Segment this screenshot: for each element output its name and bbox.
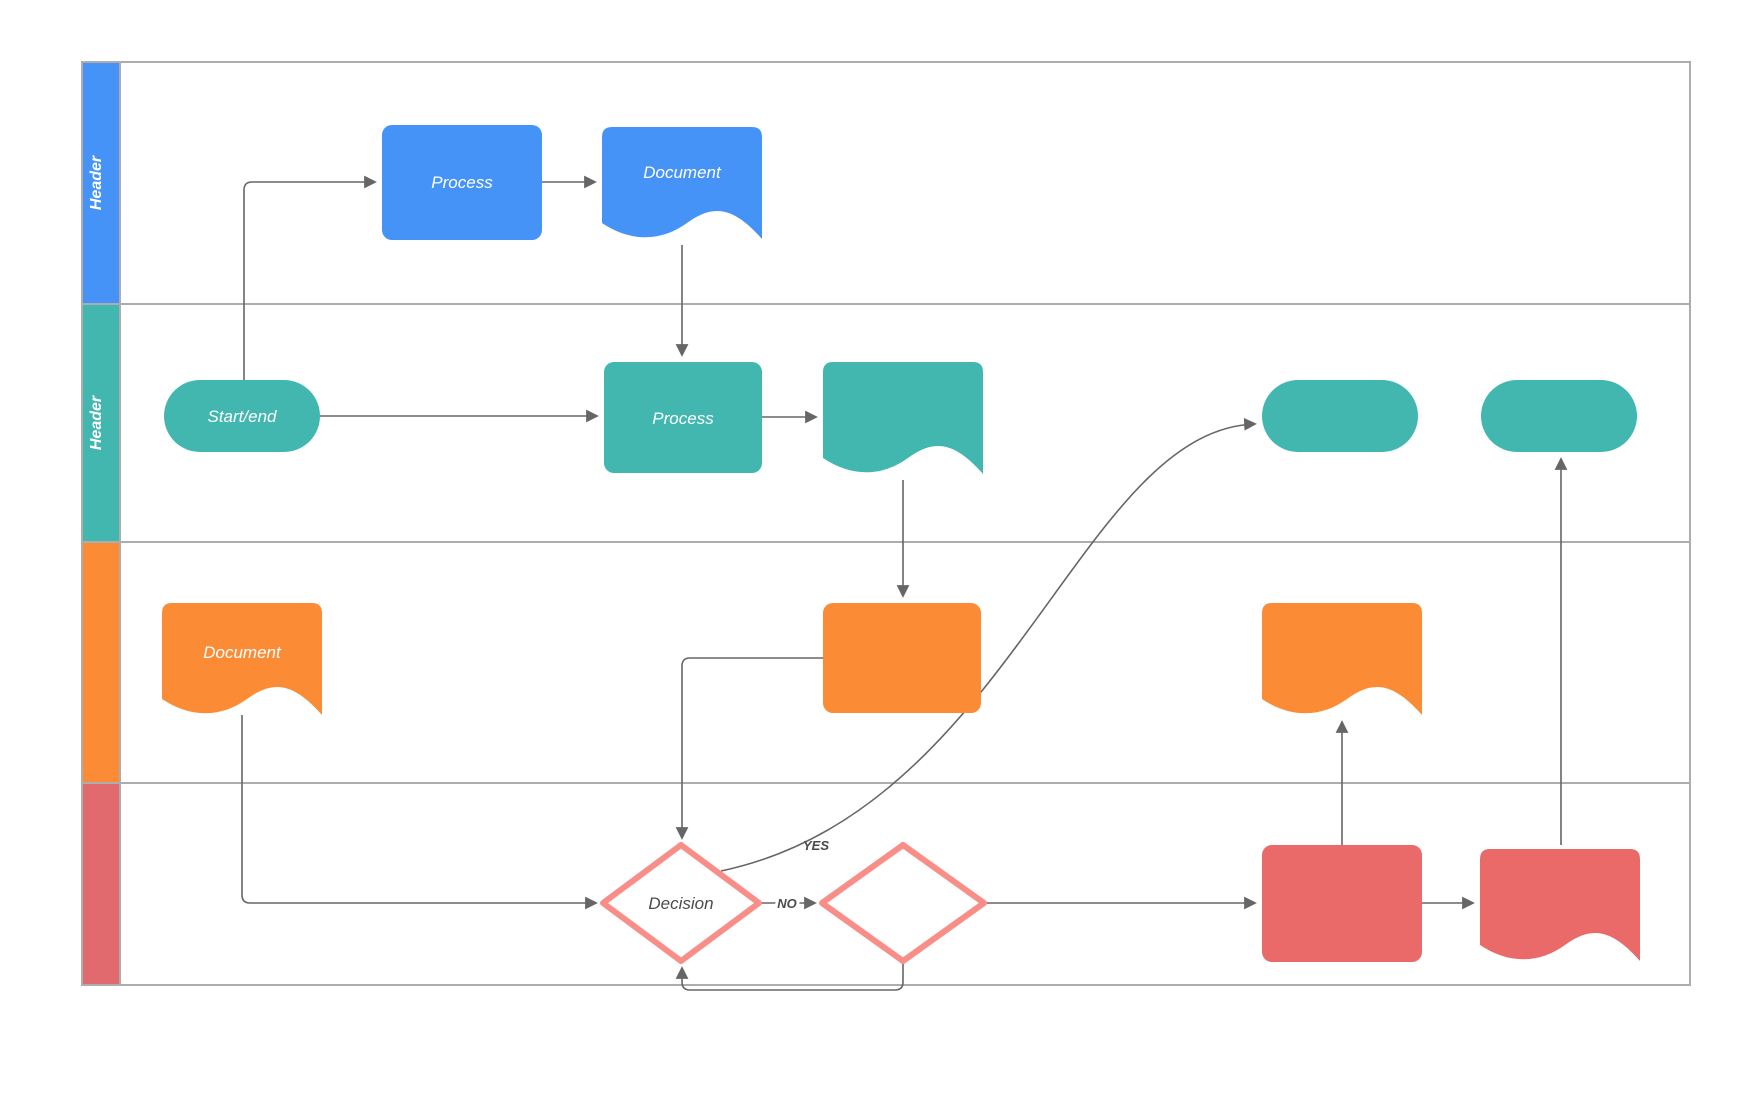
- blue-document-label: Document: [643, 163, 722, 182]
- no-edge-label: NO: [777, 896, 797, 911]
- start-end-shape[interactable]: [164, 380, 320, 452]
- yes-edge-label: YES: [803, 838, 829, 853]
- lane-header-band-1[interactable]: [82, 62, 120, 304]
- start-end-label: Start/end: [208, 407, 278, 426]
- terminator-pill-2[interactable]: [1481, 380, 1637, 452]
- decision-shape[interactable]: [600, 842, 762, 964]
- process-shape-orange[interactable]: [823, 603, 981, 713]
- swimlane-outer-border: [81, 61, 1691, 986]
- document-shape-teal[interactable]: [823, 362, 983, 474]
- lane-title-1: Header: [88, 155, 105, 210]
- process-shape-red[interactable]: [1262, 845, 1422, 962]
- lane-header-band-4[interactable]: [82, 783, 120, 985]
- process-shape-blue[interactable]: [382, 125, 542, 240]
- teal-process-label: Process: [652, 409, 714, 428]
- connector-startend-to-blue-process[interactable]: [243, 175, 377, 380]
- decision-shape-empty[interactable]: [819, 842, 987, 964]
- terminator-pill-1[interactable]: [1262, 380, 1418, 452]
- connector-decision2-loopback[interactable]: [675, 961, 904, 991]
- document-shape-orange-left[interactable]: [162, 603, 322, 715]
- decision-label: Decision: [648, 894, 713, 913]
- document-shape-red[interactable]: [1480, 849, 1640, 961]
- connector-decision-yes-curve[interactable]: [720, 418, 1257, 872]
- lane-title-2: Header: [88, 395, 105, 450]
- lane-header-band-3[interactable]: [82, 542, 120, 783]
- process-shape-teal[interactable]: [604, 362, 762, 473]
- connector-orange-document-to-decision[interactable]: [241, 715, 598, 910]
- lane-header-band-2[interactable]: [82, 304, 120, 542]
- connector-orange-process-to-decision[interactable]: [675, 657, 823, 840]
- blue-process-label: Process: [431, 173, 493, 192]
- document-shape-blue[interactable]: [602, 127, 762, 239]
- orange-document-label: Document: [203, 643, 282, 662]
- document-shape-orange-right[interactable]: [1262, 603, 1422, 715]
